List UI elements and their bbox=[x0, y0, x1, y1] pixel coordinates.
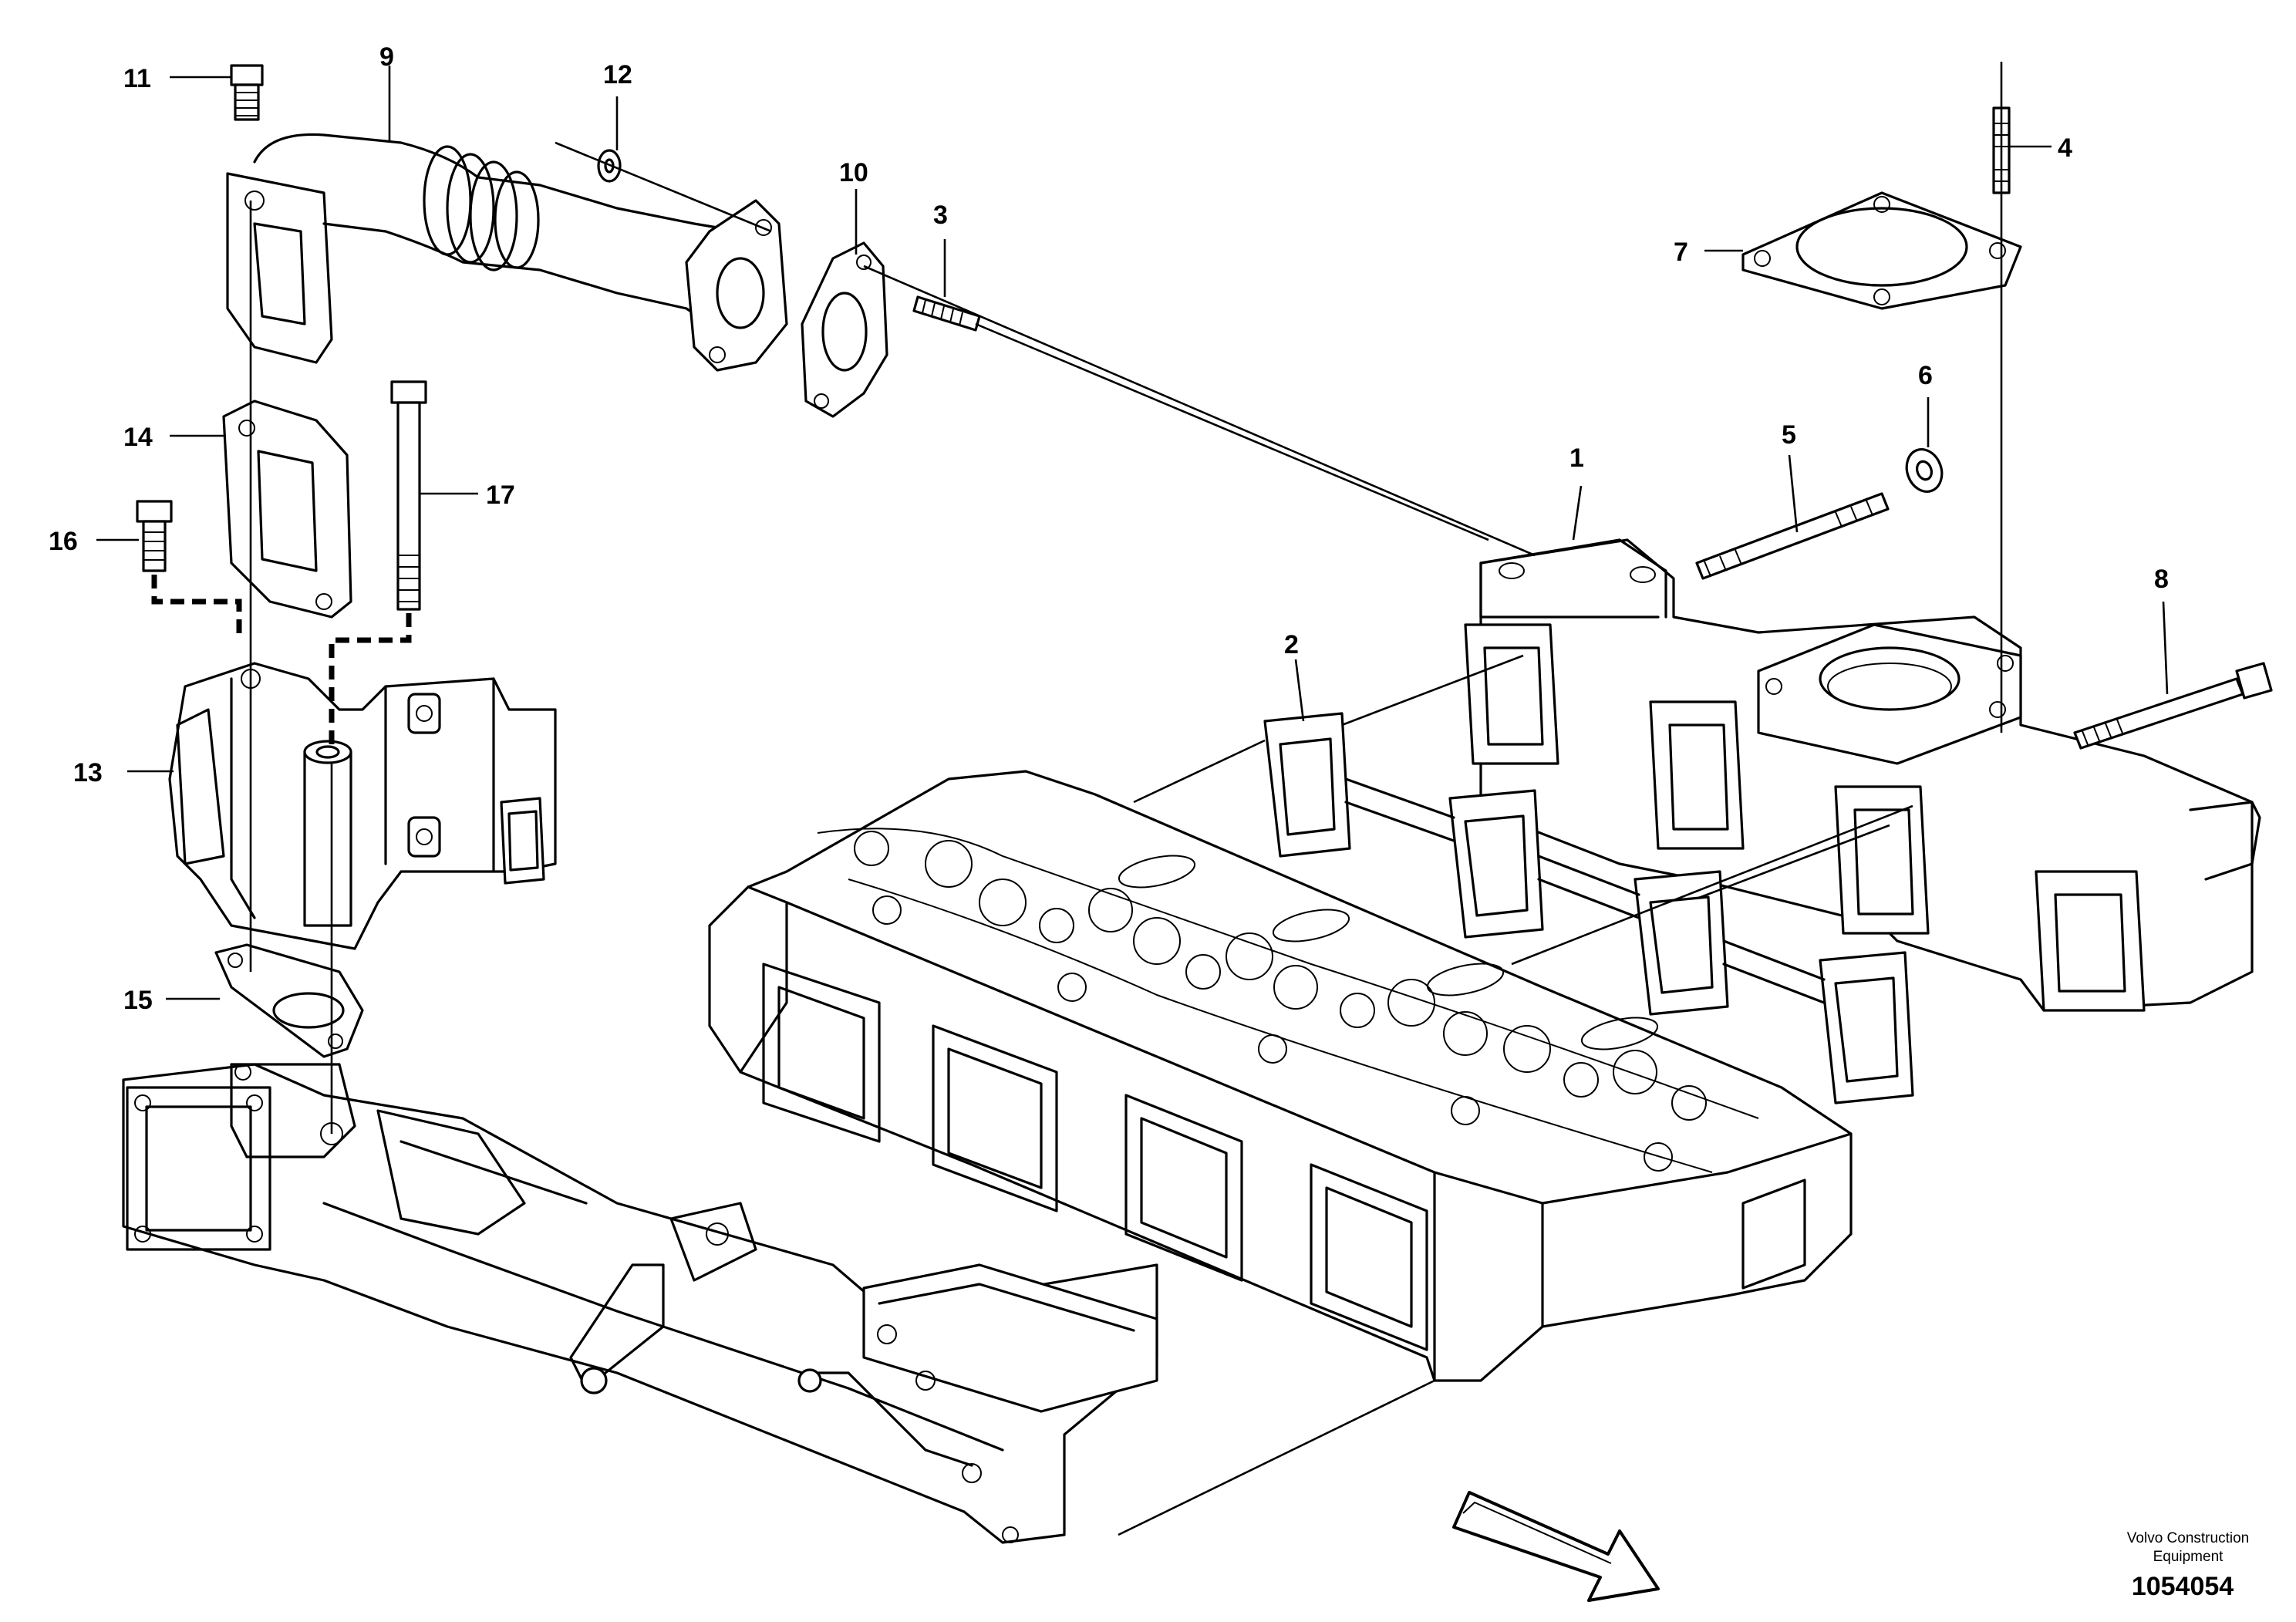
bolt-17 bbox=[390, 380, 427, 611]
forward-direction-arrow-icon bbox=[1452, 1491, 1660, 1602]
callout-13: 13 bbox=[73, 758, 103, 787]
bolt-16-path-dashed bbox=[151, 575, 242, 640]
exhaust-manifold bbox=[1464, 538, 2261, 1012]
bolt-16 bbox=[136, 500, 173, 572]
egr-valve bbox=[168, 662, 557, 950]
egr-pipe-gasket bbox=[801, 241, 888, 418]
egr-valve-gasket-lower bbox=[214, 943, 364, 1058]
screw-11 bbox=[230, 64, 264, 121]
stud-3 bbox=[912, 295, 981, 332]
callout-14: 14 bbox=[123, 423, 153, 452]
callout-1: 1 bbox=[1569, 443, 1584, 473]
nut-6 bbox=[1905, 448, 1944, 493]
bolt-17-path-dashed bbox=[329, 613, 412, 748]
stud-5 bbox=[1695, 492, 1890, 580]
callout-16: 16 bbox=[49, 527, 78, 556]
cylinder-head bbox=[708, 770, 1853, 1382]
callout-15: 15 bbox=[123, 986, 153, 1015]
callout-11: 11 bbox=[123, 64, 151, 93]
callout-9: 9 bbox=[379, 42, 394, 72]
callout-3: 3 bbox=[933, 201, 948, 230]
callout-12: 12 bbox=[603, 60, 632, 89]
callout-8: 8 bbox=[2154, 565, 2169, 594]
turbo-gasket bbox=[1741, 191, 2022, 310]
callout-2: 2 bbox=[1284, 630, 1299, 659]
brand-line-1: Volvo Construction bbox=[2127, 1530, 2249, 1546]
assembly-lines bbox=[249, 62, 2003, 1536]
callout-leaders bbox=[96, 66, 2169, 1000]
intake-manifold bbox=[122, 1063, 1158, 1544]
callout-4: 4 bbox=[2058, 133, 2072, 163]
egr-pipe bbox=[226, 133, 788, 372]
document-number: 1054054 bbox=[2132, 1572, 2234, 1601]
callout-7: 7 bbox=[1674, 238, 1688, 267]
egr-valve-gasket-upper bbox=[222, 400, 352, 619]
bolt-8 bbox=[2073, 662, 2273, 750]
callout-5: 5 bbox=[1782, 420, 1796, 450]
brand-line-2: Equipment bbox=[2153, 1549, 2224, 1565]
callout-labels: 1 2 3 4 5 6 7 8 9 10 11 12 13 14 15 16 1… bbox=[49, 42, 2169, 1015]
callout-10: 10 bbox=[839, 158, 868, 187]
callout-6: 6 bbox=[1918, 361, 1933, 390]
callout-17: 17 bbox=[486, 481, 515, 510]
